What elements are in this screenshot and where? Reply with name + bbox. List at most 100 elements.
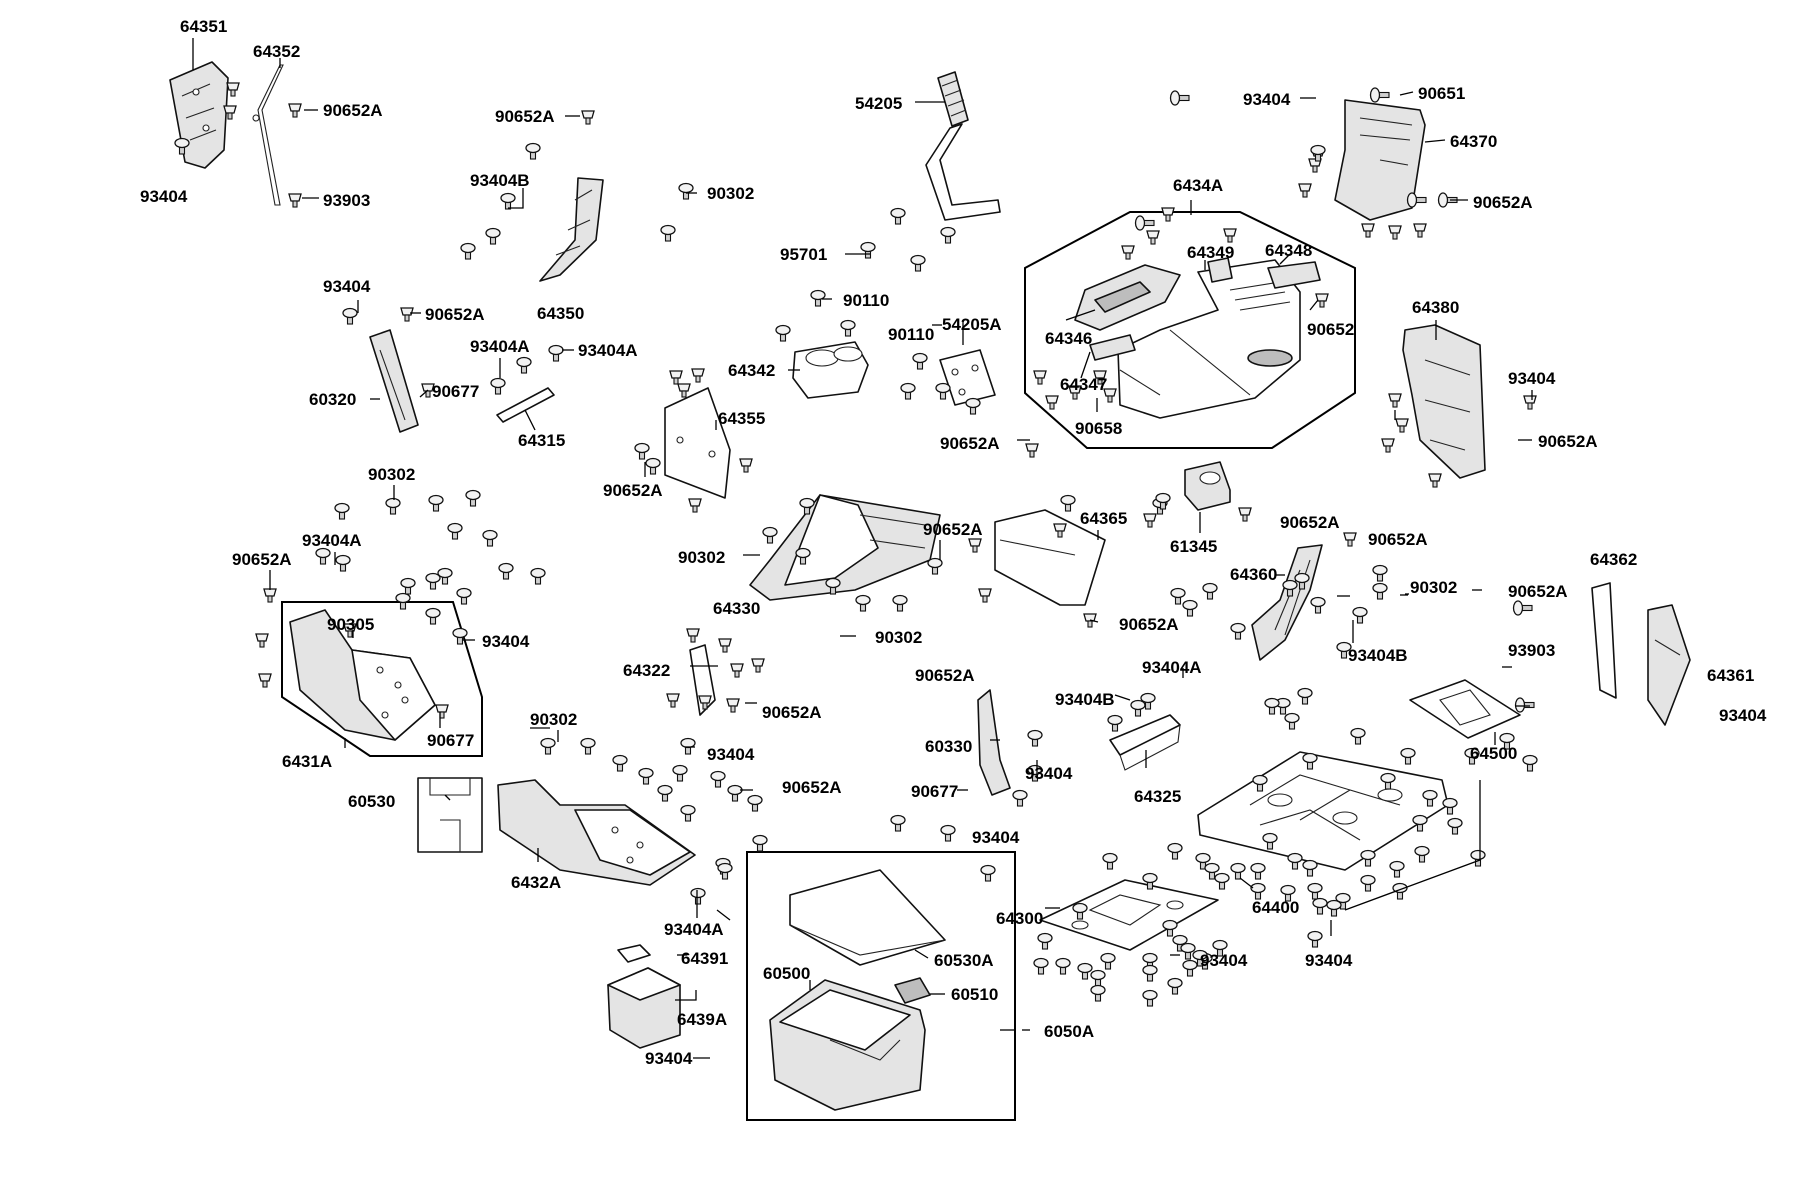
label-60320: 60320 [309,390,356,409]
part-60530a-lid [789,869,946,966]
part-64362-guard [1591,582,1617,699]
label-93404a: 93404A [470,337,530,356]
label-93404: 93404 [1719,706,1767,725]
label-93404: 93404 [707,745,755,764]
label-90652a: 90652A [1368,530,1428,549]
label-90652a: 90652A [1119,615,1179,634]
label-90652: 90652 [1307,320,1354,339]
label-64500: 64500 [1470,744,1517,763]
label-6432a: 6432A [511,873,561,892]
part-60330-strip [977,689,1011,796]
label-90652a: 90652A [1473,193,1533,212]
label-64346: 64346 [1045,329,1092,348]
label-93404: 93404 [1243,90,1291,109]
label-93404: 93404 [482,632,530,651]
label-93404: 93404 [1508,369,1556,388]
label-60510: 60510 [951,985,998,1004]
part-64400-skid-plate [1197,751,1449,871]
label-90651: 90651 [1418,84,1465,103]
label-93903: 93903 [323,191,370,210]
label-90658: 90658 [1075,419,1122,438]
part-64315-strip [496,387,555,423]
label-93404: 93404 [972,828,1020,847]
label-90302: 90302 [1410,578,1457,597]
label-64330: 64330 [713,599,760,618]
part-64370-housing [1334,99,1426,221]
part-60510-clip [894,977,931,1004]
label-64365: 64365 [1080,509,1127,528]
label-64349: 64349 [1187,243,1234,262]
label-90110: 90110 [888,325,934,344]
label-90305: 90305 [327,615,374,634]
label-90652a: 90652A [1280,513,1340,532]
label-64325: 64325 [1134,787,1181,806]
part-64361-guard [1647,604,1691,726]
label-6439a: 6439A [677,1010,727,1029]
label-90302: 90302 [707,184,754,203]
label-93404b: 93404B [1055,690,1115,709]
label-64342: 64342 [728,361,775,380]
label-93404: 93404 [323,277,371,296]
label-64360: 64360 [1230,565,1277,584]
part-60530-plate [417,777,483,853]
label-61345: 61345 [1170,537,1217,556]
label-60530a: 60530A [934,951,994,970]
label-90652a: 90652A [232,550,292,569]
label-93404a: 93404A [302,531,362,550]
label-6434a: 6434A [1173,176,1223,195]
part-64330-floor [749,494,941,601]
label-60530: 60530 [348,792,395,811]
label-90652a: 90652A [425,305,485,324]
label-90652a: 90652A [1508,582,1568,601]
label-93404: 93404 [140,187,188,206]
group-frame-6434a [1024,211,1356,449]
label-64355: 64355 [718,409,765,428]
label-90302: 90302 [368,465,415,484]
part-61345-block [1184,461,1231,511]
label-54205a: 54205A [942,315,1002,334]
group-frame-6050a [746,851,1016,1121]
label-93404a: 93404A [664,920,724,939]
part-54205-handle [925,71,1001,221]
leader-lines [192,38,1533,1059]
label-90302: 90302 [530,710,577,729]
label-64315: 64315 [518,431,565,450]
label-90302: 90302 [875,628,922,647]
label-64370: 64370 [1450,132,1497,151]
part-64351-bracket [169,61,229,169]
label-93404: 93404 [645,1049,693,1068]
label-90302: 90302 [678,548,725,567]
part-6432a-tray [497,779,696,886]
label-64380: 64380 [1412,298,1459,317]
label-64322: 64322 [623,661,670,680]
part-64500-plate [1409,679,1521,739]
label-90652a: 90652A [940,434,1000,453]
label-64391: 64391 [681,949,728,968]
label-90110: 90110 [843,291,889,310]
label-90652a: 90652A [762,703,822,722]
label-93404: 93404 [1025,764,1073,783]
label-6050a: 6050A [1044,1022,1094,1041]
label-90677: 90677 [911,782,958,801]
part-64355-panel [664,387,731,499]
part-6434a-console [1074,257,1321,419]
label-6431a: 6431A [282,752,332,771]
label-64350: 64350 [537,304,584,323]
part-64325-bracket [1109,714,1181,771]
label-64300: 64300 [996,909,1043,928]
label-93404a: 93404A [1142,658,1202,677]
part-60320-strip [369,329,419,433]
label-90652a: 90652A [603,481,663,500]
label-93404: 93404 [1200,951,1248,970]
part-64352-rod [252,64,284,206]
label-90652a: 90652A [782,778,842,797]
label-93404: 93404 [1305,951,1353,970]
label-60330: 60330 [925,737,972,756]
part-60500-box [769,979,926,1111]
label-64351: 64351 [180,17,227,36]
label-90652a: 90652A [1538,432,1598,451]
label-60500: 60500 [763,964,810,983]
group-frame-6431a [281,601,483,757]
